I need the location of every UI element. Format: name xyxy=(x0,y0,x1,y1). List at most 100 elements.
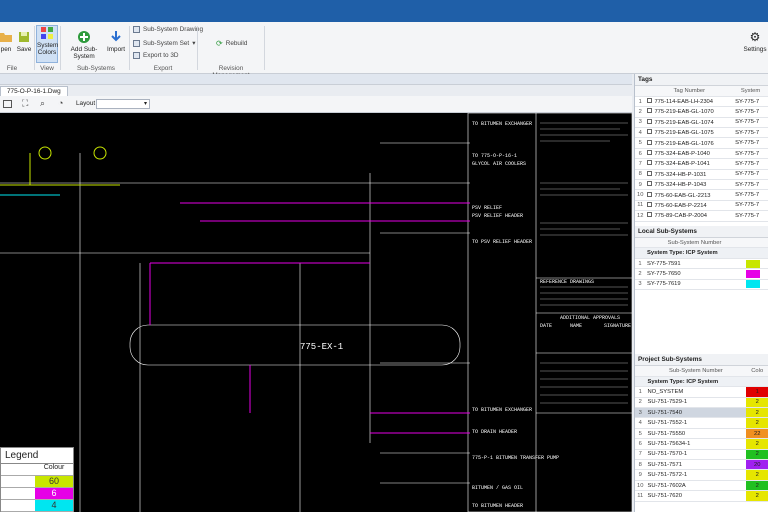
tags-col-system[interactable]: System xyxy=(733,86,768,97)
tag-icon xyxy=(647,108,653,114)
document-tab[interactable]: 775-O-P-16-1.Dwg xyxy=(0,86,68,96)
row-number: 4 xyxy=(635,417,646,429)
layout-select[interactable]: ▾ xyxy=(96,99,150,109)
save-button[interactable]: Save xyxy=(15,30,33,53)
legend-swatch: 6 xyxy=(35,488,73,499)
group-row[interactable]: System Type: ICP System xyxy=(635,376,768,388)
group-row[interactable]: System Type: ICP System xyxy=(635,247,768,259)
tag-icon xyxy=(647,139,653,145)
color-value: 2 xyxy=(755,440,759,447)
window-icon[interactable] xyxy=(3,100,12,108)
color-value: 2 xyxy=(755,409,759,416)
color-swatch[interactable] xyxy=(746,269,761,278)
refresh-icon: ⟳ xyxy=(216,39,223,48)
subsystem-set-label: Sub-System Set xyxy=(143,39,190,47)
system-colors-button[interactable]: System Colors xyxy=(36,25,58,63)
local-subsystems-table: Sub-System Number System Type: ICP Syste… xyxy=(635,237,768,291)
drawing-canvas[interactable]: TO BITUMEN EXCHANGER TO 775-O-P-16-1 GLY… xyxy=(0,113,632,512)
row-number: 2 xyxy=(635,106,646,118)
zoom-fit-icon[interactable]: ⛶ xyxy=(22,98,29,108)
system-cell: SY-775-7 xyxy=(733,106,768,118)
export-group-label: Export xyxy=(153,65,173,72)
subsystem-name: SU-751-7552-1 xyxy=(645,417,747,429)
legend-row: 60 xyxy=(1,476,73,488)
tag-number: 775-89-CAB-P-2004 xyxy=(654,213,707,220)
drawing-note: ADDITIONAL APPROVALS xyxy=(560,315,620,321)
project-col-number[interactable]: Sub-System Number xyxy=(645,366,747,377)
view-group-label: View xyxy=(40,65,54,72)
drawing-note: TO 775-O-P-16-1 xyxy=(472,153,517,159)
subsystem-name: SU-751-75634-1 xyxy=(645,438,747,450)
subsystem-name: SU-751-75550 xyxy=(645,428,747,440)
import-button[interactable]: Import xyxy=(106,30,126,53)
tag-cell: 775-60-EAB-P-2214 xyxy=(645,200,734,212)
local-col-number[interactable]: Sub-System Number xyxy=(645,237,745,249)
save-icon xyxy=(19,32,29,42)
chevron-down-icon: ▾ xyxy=(192,40,196,47)
tag-number: 775-60-EAB-P-2214 xyxy=(654,202,707,209)
legend-colour-header: Colour xyxy=(43,464,65,471)
system-cell: SY-775-7 xyxy=(733,169,768,181)
gear-icon: ⚙ xyxy=(749,30,761,44)
color-cell: 2 xyxy=(746,449,768,461)
color-cell: 1 xyxy=(746,386,768,398)
color-cell: 22 xyxy=(746,428,768,440)
system-cell: SY-775-7 xyxy=(733,179,768,191)
settings-button[interactable]: ⚙ Settings xyxy=(742,30,768,53)
project-col-color[interactable]: Colo xyxy=(746,366,768,377)
palette-icon xyxy=(41,27,53,39)
color-swatch[interactable] xyxy=(746,280,761,289)
subsystem-set-button[interactable]: Sub-System Set ▾ xyxy=(133,39,195,47)
color-value: 2 xyxy=(755,451,759,458)
subsystem-drawing-button[interactable]: Sub-System Drawing xyxy=(133,26,203,33)
tags-col-tag[interactable]: Tag Number xyxy=(645,86,734,97)
palette-icon[interactable]: ◔ xyxy=(58,98,64,108)
add-subsystem-button[interactable]: Add Sub-System xyxy=(62,30,106,60)
row-number: 2 xyxy=(635,397,646,409)
color-swatch[interactable] xyxy=(746,259,761,268)
drawing-note: GLYCOL AIR COOLERS xyxy=(472,161,526,167)
arrow-down-icon xyxy=(111,31,121,42)
tag-icon xyxy=(647,98,653,104)
subsystem-name: SU-751-7620 xyxy=(645,490,747,502)
system-cell: SY-775-7 xyxy=(733,127,768,139)
color-cell: 2 xyxy=(746,480,768,492)
rebuild-button[interactable]: ⟳ Rebuild xyxy=(216,39,247,48)
pid-drawing: TO BITUMEN EXCHANGER TO 775-O-P-16-1 GLY… xyxy=(0,113,632,512)
row-number: 9 xyxy=(635,179,646,191)
subsystem-name: SU-751-7571 xyxy=(645,459,747,471)
open-button[interactable]: pen xyxy=(0,30,14,53)
drawing-note: TO BITUMEN EXCHANGER xyxy=(472,407,532,413)
export-3d-button[interactable]: Export to 3D xyxy=(133,52,179,59)
subsystem-name: SU-751-7570-1 xyxy=(645,449,747,461)
color-cell: 2 xyxy=(746,417,768,429)
search-icon[interactable]: ⌕ xyxy=(40,98,46,108)
